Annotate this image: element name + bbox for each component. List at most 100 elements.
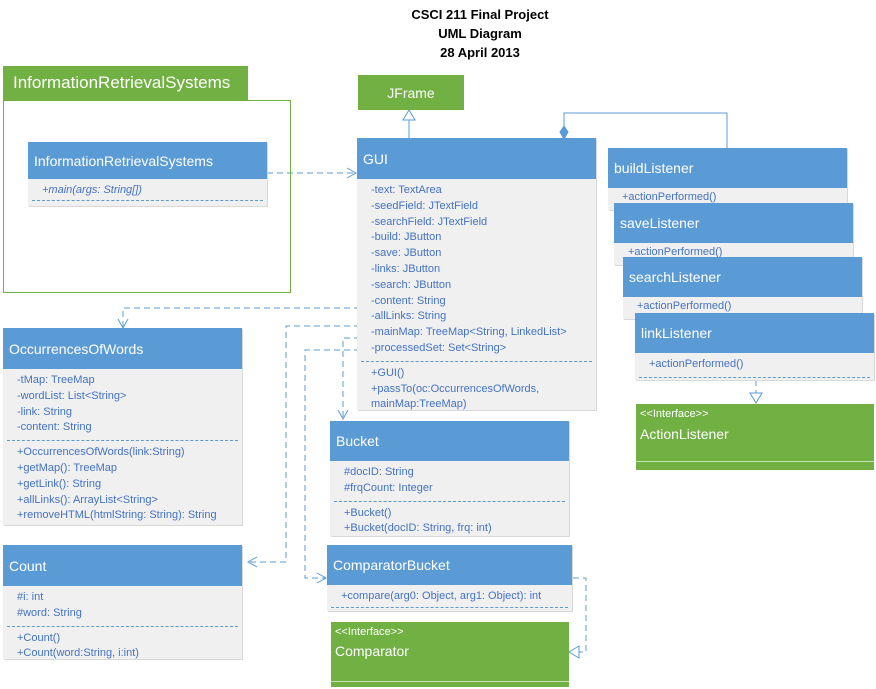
triangle-listener-actionlistener — [749, 392, 763, 404]
class-savelistener: saveListener +actionPerformed() — [614, 203, 853, 265]
diagram-title-line-2: UML Diagram — [438, 26, 522, 41]
method-row: +actionPerformed() — [628, 246, 723, 258]
attribute-row: -content: String — [371, 294, 446, 307]
method-row: +Bucket() — [344, 506, 392, 519]
class-name: linkListener — [635, 313, 874, 353]
attribute-row: -wordList: List<String> — [17, 389, 127, 402]
arrowhead-gui-bucket — [337, 409, 349, 421]
method-row: +Count(word:String, i:int) — [17, 647, 139, 660]
interface-comparator: <<Interface>> Comparator — [331, 622, 569, 687]
method-row: +GUI() — [371, 366, 405, 379]
class-buildlistener: buildListener +actionPerformed() — [608, 148, 847, 210]
attribute-row: #i: int — [17, 591, 44, 603]
method-row: +removeHTML(htmlString: String): String — [17, 509, 217, 522]
attribute-section: #docID: String #frqCount: Integer — [330, 461, 569, 501]
class-occurrencesofwords: OccurrencesOfWords -tMap: TreeMap -wordL… — [3, 328, 242, 525]
method-row: +passTo(oc:OccurrencesOfWords, — [371, 382, 540, 395]
section-divider — [361, 360, 592, 362]
class-bucket: Bucket #docID: String #frqCount: Integer… — [330, 421, 569, 536]
arrowhead-gui-comparatorbucket — [316, 572, 328, 584]
interface-name: Comparator — [335, 643, 409, 659]
method-row: +compare(arg0: Object, arg1: Object): in… — [341, 590, 542, 602]
triangle-comparatorbucket-comparator — [568, 645, 580, 659]
section-divider — [7, 440, 238, 442]
method-row: +Bucket(docID: String, frq: int) — [344, 522, 492, 535]
attribute-row: #frqCount: Integer — [344, 481, 433, 494]
attribute-row: -mainMap: TreeMap<String, LinkedList> — [371, 326, 567, 339]
class-count: Count #i: int #word: String +Count() +Co… — [3, 545, 242, 659]
method-row: +actionPerformed() — [637, 300, 732, 312]
package-tab: InformationRetrievalSystems — [3, 66, 248, 100]
attribute-row: -seedField: JTextField — [371, 199, 478, 212]
attribute-row: -build: JButton — [371, 231, 442, 244]
attribute-row: -searchField: JTextField — [371, 215, 488, 228]
dependency-gui-bucket — [342, 337, 360, 418]
section-divider — [636, 461, 874, 462]
attribute-row: #docID: String — [344, 466, 414, 478]
method-row: +OccurrencesOfWords(link:String) — [17, 446, 185, 459]
attribute-row: -text: TextArea — [371, 184, 442, 196]
class-name: InformationRetrievalSystems — [28, 142, 267, 179]
method-row: +actionPerformed() — [649, 358, 744, 370]
attribute-row: -allLinks: String — [371, 310, 447, 323]
package-name: InformationRetrievalSystems — [13, 73, 231, 92]
class-name: Count — [3, 545, 242, 586]
class-name: GUI — [357, 138, 596, 179]
method-section: +main(args: String[]) — [28, 179, 267, 203]
method-section: +GUI() +passTo(oc:OccurrencesOfWords, ma… — [357, 362, 596, 417]
method-section: +actionPerformed() — [608, 188, 847, 210]
class-linklistener: linkListener +actionPerformed() — [635, 313, 874, 380]
class-name: OccurrencesOfWords — [3, 328, 242, 369]
dependency-gui-comparatorbucket — [304, 349, 360, 579]
method-row: +actionPerformed() — [622, 191, 717, 203]
method-row: +Count() — [17, 631, 61, 644]
method-section: +Count() +Count(word:String, i:int) — [3, 627, 242, 667]
class-name: buildListener — [608, 148, 847, 188]
method-row: mainMap:TreeMap) — [371, 398, 467, 411]
attribute-row: -processedSet: Set<String> — [371, 341, 507, 354]
triangle-gui-jframe — [402, 109, 416, 121]
dependency-gui-occurrences — [122, 307, 360, 327]
interface-stereotype: <<Interface>> — [640, 408, 709, 420]
attribute-section: -tMap: TreeMap -wordList: List<String> -… — [3, 369, 242, 440]
class-informationretrievalsystems: InformationRetrievalSystems +main(args: … — [28, 142, 267, 206]
class-name: ComparatorBucket — [327, 545, 572, 585]
class-name: saveListener — [614, 203, 853, 243]
class-comparatorbucket: ComparatorBucket +compare(arg0: Object, … — [327, 545, 572, 611]
arrowhead-irs-gui — [346, 167, 358, 179]
diagram-title-line-3: 28 April 2013 — [440, 45, 520, 60]
arrowhead-gui-count — [246, 556, 258, 568]
realization-comparatorbucket-comparator — [573, 577, 587, 653]
attribute-row: -search: JButton — [371, 278, 452, 291]
method-row: +allLinks(): ArrayList<String> — [17, 493, 158, 506]
method-section: +actionPerformed() — [614, 243, 853, 265]
class-name: Bucket — [330, 421, 569, 461]
attribute-row: -tMap: TreeMap — [17, 374, 95, 386]
attribute-row: #word: String — [17, 606, 82, 619]
section-divider — [7, 625, 238, 627]
method-section: +actionPerformed() — [635, 353, 874, 377]
attribute-row: -link: String — [17, 405, 73, 418]
attribute-section: #i: int #word: String — [3, 586, 242, 626]
method-section: +Bucket() +Bucket(docID: String, frq: in… — [330, 502, 569, 542]
section-divider — [331, 681, 569, 682]
attribute-row: -content: String — [17, 421, 92, 434]
class-name: JFrame — [387, 84, 435, 101]
diagram-title-line-1: CSCI 211 Final Project — [411, 7, 549, 22]
method-row: +getMap(): TreeMap — [17, 461, 117, 474]
attribute-row: -save: JButton — [371, 247, 442, 260]
method-section: +compare(arg0: Object, arg1: Object): in… — [327, 585, 572, 609]
package-frame — [3, 100, 291, 293]
interface-stereotype: <<Interface>> — [335, 626, 404, 638]
method-section: +OccurrencesOfWords(link:String) +getMap… — [3, 441, 242, 528]
section-divider — [331, 606, 568, 608]
attribute-row: -links: JButton — [371, 262, 441, 275]
interface-name: ActionListener — [640, 426, 729, 442]
method-row: +getLink(): String — [17, 477, 102, 490]
class-gui: GUI -text: TextArea -seedField: JTextFie… — [357, 138, 596, 410]
class-jframe: JFrame — [358, 75, 464, 110]
dependency-gui-count — [249, 325, 360, 563]
method-section: +actionPerformed() — [623, 297, 862, 319]
class-name: searchListener — [623, 257, 862, 297]
